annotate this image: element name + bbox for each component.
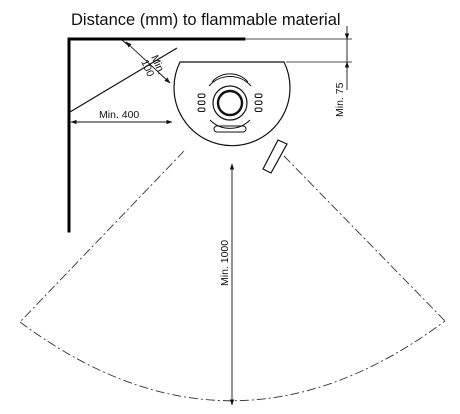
radiation-boundary-right	[283, 155, 446, 322]
radiation-zone	[19, 150, 446, 402]
back-dimension-label: Min. 75	[334, 82, 346, 117]
corner-dimension-line	[125, 41, 171, 84]
front-dimension: Min. 1000	[219, 163, 235, 406]
door-handle	[262, 139, 288, 174]
side-dimension: Min. 400	[70, 109, 173, 125]
corner-diagonal-line	[69, 39, 196, 60]
stove	[173, 61, 291, 174]
front-dimension-label: Min. 1000	[219, 240, 231, 286]
corner-dimension-label: Min. 100	[138, 53, 168, 83]
back-dimension: Min. 75	[246, 26, 352, 117]
side-dimension-label: Min. 400	[99, 109, 139, 121]
diagram-title: Distance (mm) to flammable material	[71, 11, 341, 29]
flammable-wall	[67, 37, 246, 233]
radiation-arc	[19, 320, 446, 402]
radiation-boundary-left	[19, 150, 185, 323]
stove-vents	[197, 73, 263, 133]
flue-inner	[216, 89, 244, 117]
corner-dimension: Min. 100	[121, 39, 171, 84]
